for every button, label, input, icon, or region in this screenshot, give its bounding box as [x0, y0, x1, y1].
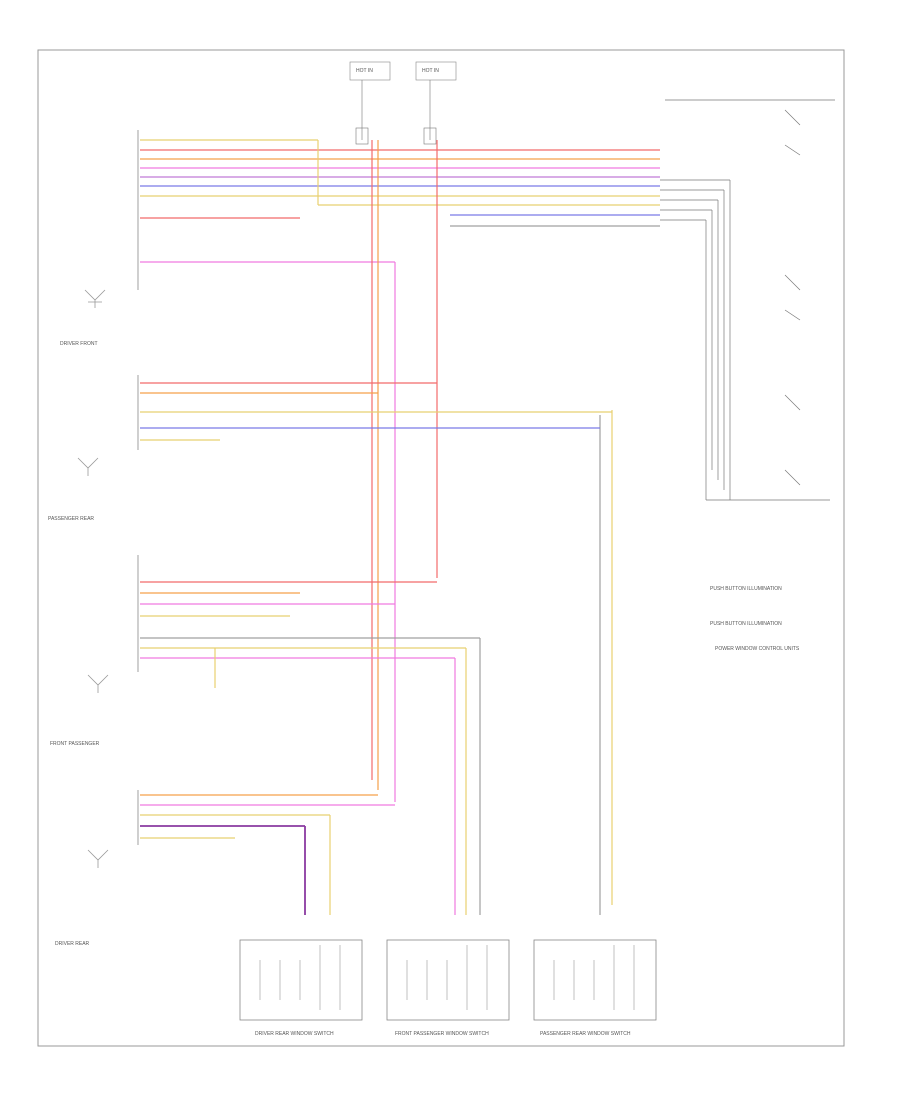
right-switch-column: [660, 99, 835, 501]
switch-box-passenger-rear: PASSENGER REAR WINDOW SWITCH: [533, 939, 657, 1037]
module-driver-front: DRIVER FRONT: [60, 289, 106, 347]
switch-box-front-passenger: FRONT PASSENGER WINDOW SWITCH: [386, 939, 510, 1037]
module-driver-rear: DRIVER REAR: [55, 849, 109, 947]
wires-front-passenger: [140, 581, 481, 915]
module-label-passenger-rear: PASSENGER REAR: [48, 516, 94, 522]
wires-vertical: [371, 140, 613, 915]
hot-in-left-label: HOT IN: [356, 68, 373, 74]
fuse-left: [355, 127, 369, 145]
hot-in-block-right: HOT IN: [415, 61, 457, 81]
module-label-driver-rear: DRIVER REAR: [55, 941, 90, 947]
diagram-frame: [37, 49, 845, 1047]
switch-box-driver-rear: DRIVER REAR WINDOW SWITCH: [239, 939, 363, 1037]
hot-in-block-left: HOT IN: [349, 61, 391, 81]
note-push-button-1: PUSH BUTTON ILLUMINATION: [710, 586, 782, 592]
note-power-window-units: POWER WINDOW CONTROL UNITS: [715, 646, 800, 652]
hot-in-right-label: HOT IN: [422, 68, 439, 74]
right-notes: PUSH BUTTON ILLUMINATION PUSH BUTTON ILL…: [710, 586, 800, 652]
fuse-right: [423, 127, 437, 145]
switch-label-front-passenger: FRONT PASSENGER WINDOW SWITCH: [395, 1031, 489, 1037]
wires-top: [140, 139, 660, 263]
note-push-button-2: PUSH BUTTON ILLUMINATION: [710, 621, 782, 627]
switch-label-driver-rear: DRIVER REAR WINDOW SWITCH: [255, 1031, 334, 1037]
module-label-front-passenger: FRONT PASSENGER: [50, 741, 100, 747]
wires-passenger-rear: [140, 382, 612, 441]
switch-label-passenger-rear: PASSENGER REAR WINDOW SWITCH: [540, 1031, 631, 1037]
module-passenger-rear: PASSENGER REAR: [48, 457, 99, 522]
module-front-passenger: FRONT PASSENGER: [50, 674, 109, 747]
module-label-driver-front: DRIVER FRONT: [60, 341, 98, 347]
wires-driver-rear: [140, 794, 395, 915]
